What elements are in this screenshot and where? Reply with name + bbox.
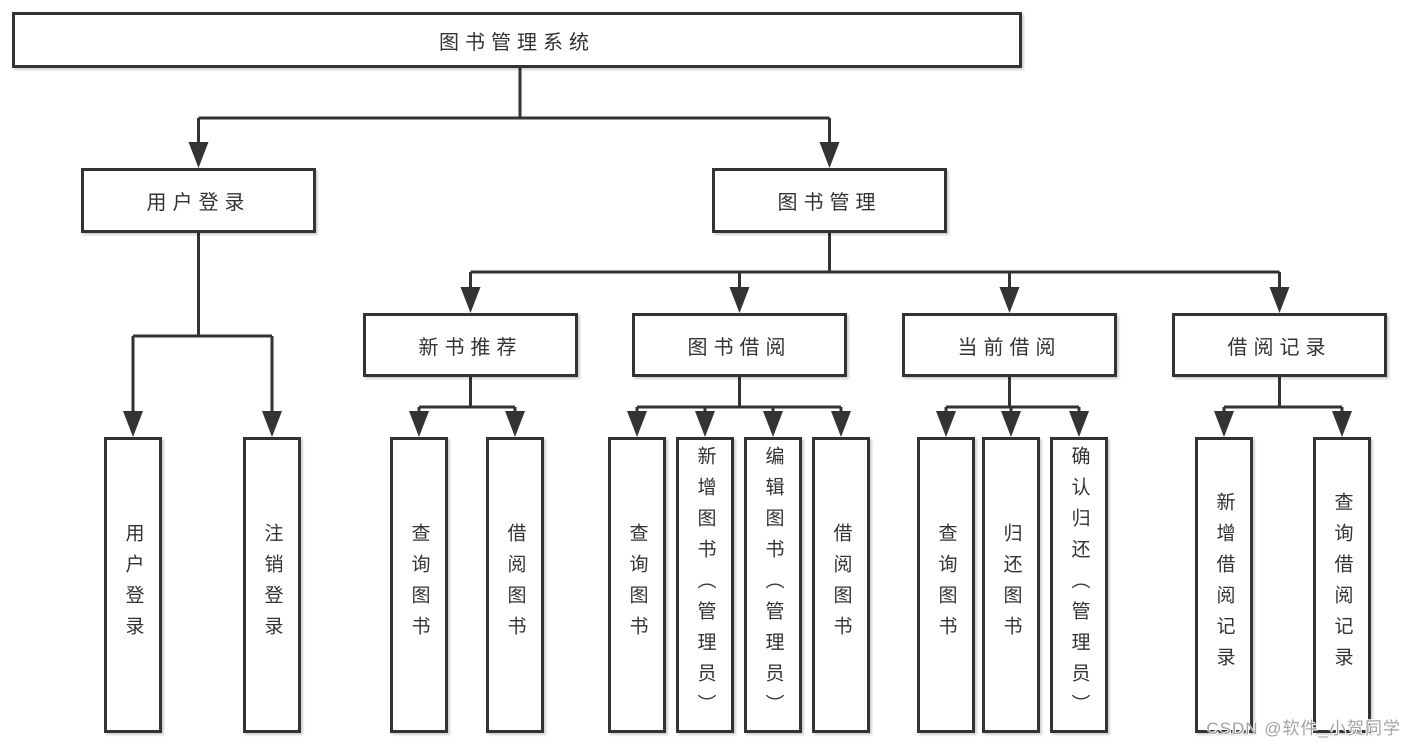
leaf-add-book-admin: 新增图书（管理员） (676, 437, 734, 733)
node-book-management: 图书管理 (712, 168, 947, 233)
leaf-confirm-return-admin: 确认归还（管理员） (1050, 437, 1108, 733)
node-current-borrowing: 当前借阅 (902, 313, 1117, 377)
leaf-query-borrowing-record: 查询借阅记录 (1313, 437, 1371, 733)
leaf-borrow-books-recommend: 借阅图书 (486, 437, 544, 733)
leaf-logout-login: 注销登录 (243, 437, 301, 733)
leaf-query-books-borrowing: 查询图书 (608, 437, 666, 733)
leaf-borrow-books-borrowing: 借阅图书 (812, 437, 870, 733)
leaf-user-login: 用户登录 (104, 437, 162, 733)
leaf-return-books: 归还图书 (982, 437, 1040, 733)
node-user-login: 用户登录 (81, 168, 316, 233)
node-book-borrowing: 图书借阅 (632, 313, 847, 377)
leaf-query-books-recommend: 查询图书 (390, 437, 448, 733)
node-borrowing-records: 借阅记录 (1172, 313, 1387, 377)
leaf-edit-book-admin: 编辑图书（管理员） (744, 437, 802, 733)
csdn-watermark: CSDN @软件_小贺同学 (1206, 719, 1401, 738)
leaf-add-borrowing-record: 新增借阅记录 (1195, 437, 1253, 733)
leaf-query-books-current: 查询图书 (917, 437, 975, 733)
node-library-management-system: 图书管理系统 (12, 12, 1022, 68)
node-new-book-recommendation: 新书推荐 (363, 313, 578, 377)
